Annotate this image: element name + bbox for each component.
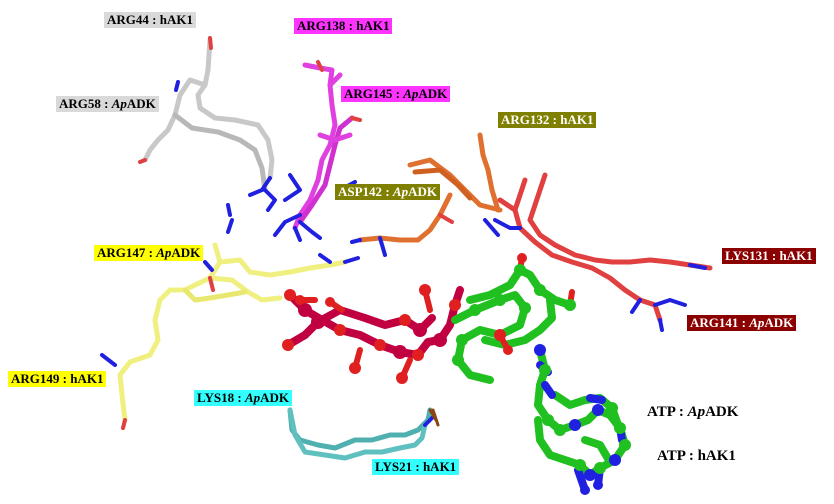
label-arg58-species: ADK — [126, 96, 156, 111]
label-arg58-residue: ARG58 — [59, 96, 101, 111]
residue-lys18-lys21-sticks — [287, 407, 440, 461]
label-atp-hak1-species: hAK1 — [697, 448, 736, 464]
label-lys18-species: ADK — [260, 390, 290, 405]
label-arg132: ARG132 : hAK1 — [498, 112, 597, 128]
label-arg132-residue: ARG132 — [501, 112, 550, 127]
label-arg149-species: hAK1 — [70, 371, 104, 386]
label-arg58-sep: : — [100, 96, 112, 111]
label-arg147-residue: ARG147 — [97, 245, 146, 260]
label-atp-apadk-species-italic: Ap — [687, 404, 706, 420]
label-atp-apadk-residue: ATP — [647, 404, 676, 420]
label-lys18-sep: : — [234, 390, 245, 405]
label-lys131-residue: LYS131 — [725, 248, 769, 263]
label-arg138-sep: : — [345, 18, 357, 33]
label-lys131-species: hAK1 — [779, 248, 813, 263]
label-asp142-sep: : — [382, 184, 393, 199]
label-arg44-residue: ARG44 — [107, 12, 149, 27]
label-lys21: LYS21 : hAK1 — [372, 459, 460, 475]
label-arg138: ARG138 : hAK1 — [294, 18, 393, 34]
label-atp-hak1: ATP : hAK1 — [654, 447, 739, 465]
atp-atoms — [282, 253, 631, 495]
label-arg58-species-italic: Ap — [111, 96, 127, 111]
label-arg145: ARG145 : ApADK — [341, 86, 451, 102]
label-arg141-species-italic: Ap — [749, 315, 765, 330]
label-arg149-residue: ARG149 — [11, 371, 60, 386]
label-arg44-species: hAK1 — [159, 12, 193, 27]
label-atp-hak1-residue: ATP — [657, 448, 686, 464]
residue-arg44-arg58-sticks — [133, 36, 302, 212]
label-atp-hak1-sep: : — [685, 448, 698, 464]
label-atp-apadk: ATP : ApADK — [644, 403, 741, 421]
label-arg149: ARG149 : hAK1 — [8, 371, 107, 387]
label-asp142-species-italic: Ap — [392, 184, 409, 199]
label-arg132-species: hAK1 — [560, 112, 594, 127]
label-atp-apadk-sep: : — [675, 404, 688, 420]
label-arg132-sep: : — [549, 112, 561, 127]
label-arg141: ARG141 : ApADK — [687, 315, 797, 331]
label-arg145-species: ADK — [418, 86, 448, 101]
residue-arg147-arg149-sticks — [100, 203, 360, 430]
label-lys131: LYS131 : hAK1 — [722, 248, 816, 264]
label-atp-apadk-species: ADK — [705, 404, 739, 420]
label-lys21-sep: : — [412, 459, 423, 474]
label-arg145-species-italic: Ap — [403, 86, 419, 101]
label-arg147-sep: : — [145, 245, 157, 260]
label-arg138-species: hAK1 — [356, 18, 390, 33]
label-asp142-species: ADK — [408, 184, 437, 199]
residue-lys131-arg141-sticks — [493, 172, 713, 332]
label-arg145-sep: : — [392, 86, 404, 101]
label-arg58: ARG58 : ApADK — [56, 96, 159, 112]
label-arg147-species-italic: Ap — [156, 245, 172, 260]
label-arg141-sep: : — [738, 315, 750, 330]
label-arg44-sep: : — [148, 12, 160, 27]
label-lys131-sep: : — [768, 248, 780, 263]
label-arg141-species: ADK — [764, 315, 794, 330]
label-lys18-residue: LYS18 — [197, 390, 235, 405]
label-lys21-residue: LYS21 — [375, 459, 413, 474]
label-lys21-species: hAK1 — [422, 459, 457, 474]
label-arg147-species: ADK — [171, 245, 201, 260]
residue-arg138-arg145-sticks — [273, 60, 362, 242]
label-arg145-residue: ARG145 — [344, 86, 393, 101]
label-arg149-sep: : — [59, 371, 71, 386]
label-asp142-residue: ASP142 — [338, 184, 383, 199]
label-arg44: ARG44 : hAK1 — [104, 12, 196, 28]
label-arg141-residue: ARG141 — [690, 315, 739, 330]
label-lys18-species-italic: Ap — [244, 390, 261, 405]
label-arg138-residue: ARG138 — [297, 18, 346, 33]
label-asp142: ASP142 : ApADK — [335, 184, 440, 200]
label-arg147: ARG147 : ApADK — [94, 245, 204, 261]
label-lys18: LYS18 : ApADK — [194, 390, 293, 406]
residue-asp142-arg132-sticks — [350, 132, 503, 257]
